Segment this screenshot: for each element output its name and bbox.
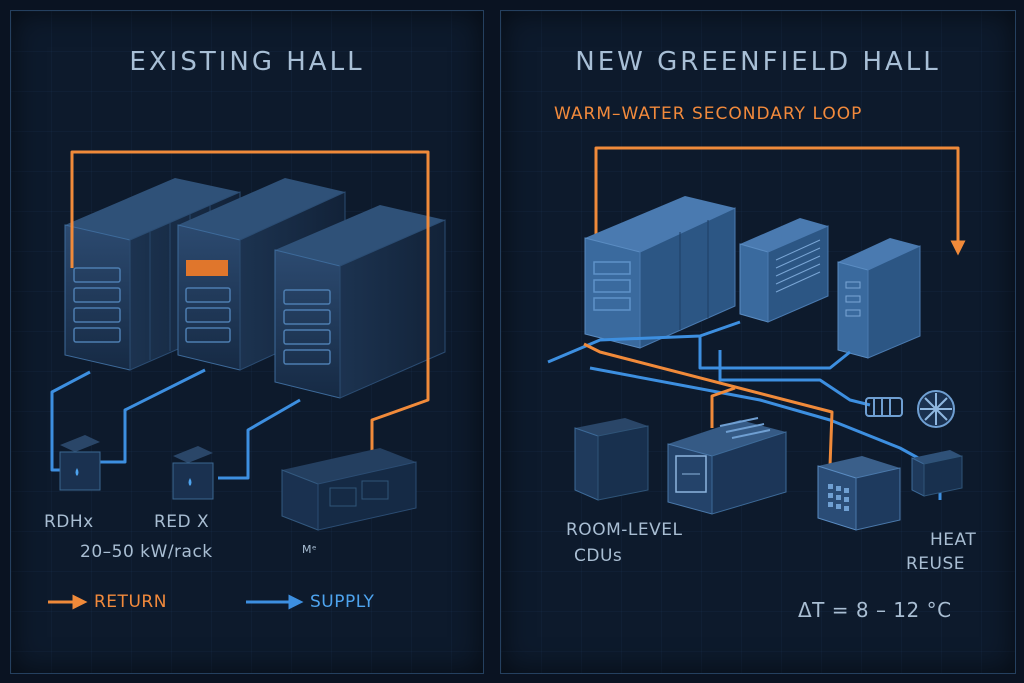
red-x-unit [172, 446, 214, 500]
return-loop-pipe [70, 150, 430, 468]
return-legend-label: RETURN [94, 592, 167, 612]
manifold-unit [281, 448, 417, 531]
rack-alert-panel [186, 260, 228, 276]
secondary-unit-1 [739, 218, 829, 323]
greenfield-hall-panel: NEW GREENFIELD HALL [500, 10, 1016, 674]
rack-3 [274, 205, 446, 399]
heat-label-line1: HEAT [930, 530, 977, 550]
warm-water-loop-pipe [594, 146, 966, 256]
supply-legend-label: SUPPLY [310, 592, 375, 612]
red-x-label: RED X [154, 512, 210, 532]
heat-label-line2: REUSE [906, 554, 966, 574]
room-cdu-2 [667, 417, 787, 515]
manifold-label: Mᵉ [302, 543, 318, 556]
warm-water-loop-label: WARM–WATER SECONDARY LOOP [554, 104, 863, 124]
fan-icon [917, 390, 955, 428]
greenfield-hall-title: NEW GREENFIELD HALL [575, 47, 941, 77]
cdu-label-line2: CDUs [574, 546, 623, 566]
heat-reuse-unit [817, 456, 901, 531]
rdhx-unit [59, 435, 101, 491]
supply-pipes [50, 368, 301, 480]
room-cdu-1 [574, 418, 649, 501]
cdu-label-line1: ROOM-LEVEL [566, 520, 683, 540]
return-piping [583, 342, 834, 467]
density-label: 20–50 kW/rack [80, 542, 213, 562]
water-drop-icon [188, 478, 192, 486]
existing-hall-title: EXISTING HALL [129, 47, 365, 77]
heat-reuse-exchanger [911, 450, 963, 497]
heat-exchanger-coil [865, 397, 903, 417]
delta-t-label: ΔT = 8 – 12 °C [798, 598, 952, 622]
secondary-unit-2 [837, 238, 921, 359]
rdhx-label: RDHx [44, 512, 94, 532]
primary-cdu-unit [584, 196, 736, 349]
water-drop-icon [75, 468, 79, 476]
